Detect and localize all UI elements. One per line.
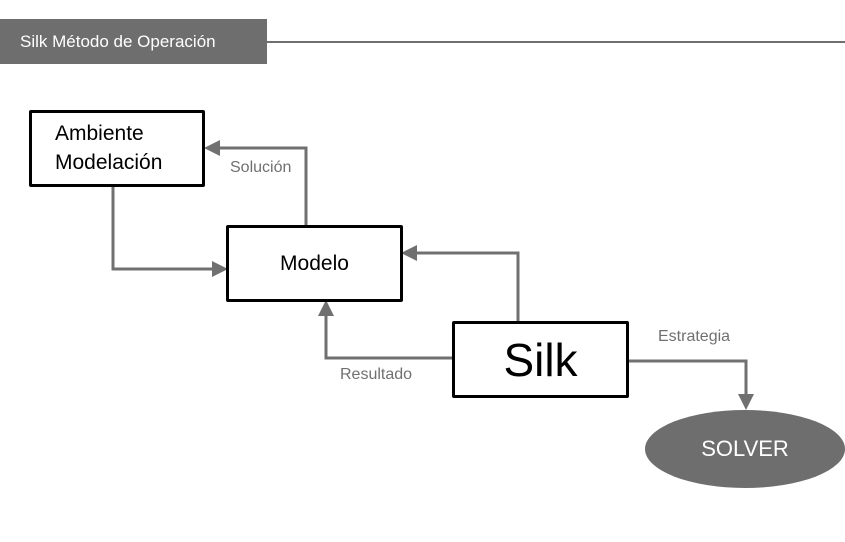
edge-label-solucion: Solución: [230, 159, 292, 176]
edge-label-resultado: Resultado: [340, 366, 413, 383]
node-modelo: Modelo: [226, 225, 403, 302]
section-title: Silk Método de Operación: [20, 31, 216, 51]
edge-resultado-arrowhead: [318, 300, 334, 316]
edge-estrategia: [628, 359, 748, 400]
node-ambiente-line2: Modelación: [55, 151, 163, 174]
edge-silk-modelo: [410, 251, 520, 322]
node-solver: SOLVER: [645, 410, 845, 488]
edge-estrategia-arrowhead: [738, 394, 754, 410]
node-solver-label: SOLVER: [701, 436, 789, 461]
section-header-tab: Silk Método de Operación: [0, 19, 267, 64]
solver-node-shape: [645, 410, 845, 488]
edge-resultado: [324, 310, 454, 360]
node-ambiente-modelacion: Ambiente Modelación: [29, 110, 205, 187]
node-silk-label: Silk: [503, 333, 578, 386]
edge-ambiente-modelo: [111, 186, 218, 271]
edge-solucion-arrowhead: [204, 140, 220, 156]
edge-solucion: [212, 146, 308, 226]
node-silk: Silk: [452, 321, 629, 398]
node-ambiente-line1: Ambiente: [55, 122, 144, 145]
edge-label-estrategia: Estrategia: [658, 328, 731, 345]
node-modelo-label: Modelo: [280, 251, 349, 275]
edge-ambiente-modelo-arrowhead: [212, 261, 228, 277]
header-divider: [267, 41, 845, 43]
edge-silk-modelo-arrowhead: [401, 245, 417, 261]
